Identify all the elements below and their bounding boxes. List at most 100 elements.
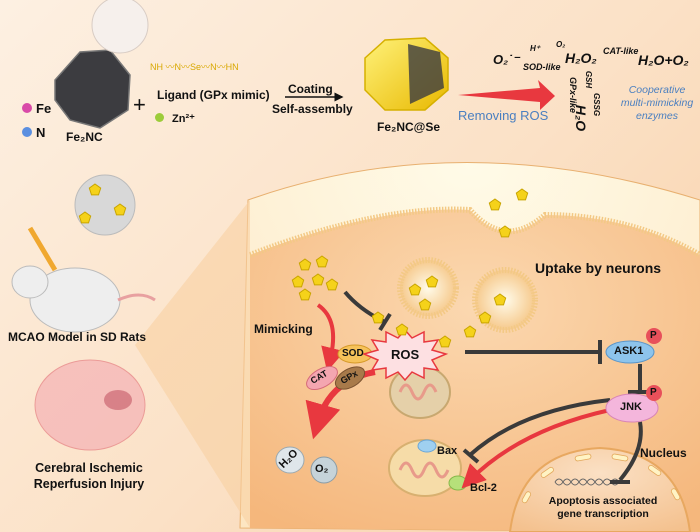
self-assembly-label: Self-assembly <box>272 102 353 116</box>
atom-nh: NH <box>150 62 163 72</box>
jnk-p-label: P <box>650 387 657 398</box>
ask1-label: ASK1 <box>614 345 644 357</box>
vesicle <box>397 257 459 319</box>
n-dot-icon <box>22 127 32 137</box>
nanoparticle-icon <box>488 198 502 211</box>
nanoparticle-icon <box>325 278 339 291</box>
cooperative-line: Cooperative <box>628 84 686 96</box>
cat-product: H₂O+O₂ <box>638 52 689 68</box>
nanoparticle-icon <box>418 298 432 311</box>
gpx-enzyme <box>334 366 366 390</box>
nanoparticle-icon <box>291 275 305 288</box>
nanoparticle-icon <box>298 288 312 301</box>
zoom-wedge <box>135 200 250 528</box>
nanoparticle-icon <box>371 311 385 324</box>
syringe <box>27 226 58 272</box>
injury-label: Cerebral Ischemic Reperfusion Injury <box>14 460 164 492</box>
apoptosis-line: Apoptosis associated <box>548 495 658 507</box>
jnk-phospho <box>646 385 662 401</box>
mimicking-arrow <box>316 303 345 372</box>
bcl2-label: Bcl-2 <box>470 482 497 494</box>
o2-label: O₂ <box>315 463 329 475</box>
jnk-bcl2-arrow <box>461 408 611 489</box>
o2-out: O₂ <box>556 40 566 49</box>
ligand-structure: NH 〰N〰Se〰N〰HN <box>150 62 239 72</box>
nanoparticle-icon <box>298 258 312 271</box>
legend-fe-label: Fe <box>36 101 52 116</box>
sod-label: SOD <box>342 348 364 359</box>
bax-protein <box>417 439 437 453</box>
ask1-p-label: P <box>650 330 657 341</box>
nanoparticle-icon <box>478 311 492 324</box>
atom-se: Se <box>190 62 202 72</box>
nucleus-pores <box>521 453 681 504</box>
bax-label: Bax <box>437 445 458 457</box>
gssg-label: GSSG <box>592 92 602 117</box>
nanoparticle-icon <box>311 273 325 286</box>
h2o2: H₂O₂ <box>565 50 597 66</box>
nanoparticle-icon <box>315 255 329 268</box>
gpx-product: H₂O <box>573 104 590 132</box>
uptake-label: Uptake by neurons <box>535 260 662 276</box>
speech-bubble <box>74 174 136 236</box>
nanoparticle-icon <box>88 183 102 196</box>
rat-head <box>11 265 49 299</box>
fe2nc-particle <box>54 49 131 129</box>
cat-enzyme <box>306 365 338 391</box>
legend-n-dot: N <box>22 125 45 140</box>
infarct-area <box>104 390 132 410</box>
coating-label: Coating <box>288 82 333 96</box>
ask1-protein <box>605 340 655 364</box>
atom-n: N <box>174 62 182 72</box>
o2-radical: O₂˙⁻ <box>493 52 520 67</box>
bcl2-protein <box>448 475 468 491</box>
nanoparticle-icon <box>438 335 452 348</box>
h2o-drop <box>275 446 305 474</box>
nanoparticle-icon <box>408 283 422 296</box>
zn-legend: Zn²⁺ <box>155 112 195 125</box>
apoptosis-line: gene transcription <box>557 508 649 520</box>
injury-line: Reperfusion Injury <box>33 477 145 491</box>
cooperative-line: enzymes <box>635 110 678 122</box>
nanoparticle-icon <box>493 293 507 306</box>
fe2nc-se-label: Fe₂NC@Se <box>377 120 441 134</box>
rat-tail <box>117 293 156 302</box>
ros-label: ROS <box>391 347 420 362</box>
mimicking-label: Mimicking <box>254 322 313 336</box>
sod-like-label: SOD-like <box>523 62 561 72</box>
nanoparticle-icon <box>113 203 127 216</box>
atom-n: N <box>210 62 217 72</box>
injury-line: Cerebral Ischemic <box>35 461 143 475</box>
apoptosis-label: Apoptosis associated gene transcription <box>528 495 678 521</box>
ligand-label: Ligand (GPx mimic) <box>157 88 270 102</box>
nanoparticle-icon <box>498 225 512 238</box>
removing-ros-arrow <box>458 80 555 110</box>
cooperative-label: Cooperative multi-mimicking enzymes <box>612 84 700 123</box>
h-plus: H⁺ <box>530 44 540 53</box>
fe2nc-label: Fe₂NC <box>66 130 103 144</box>
cell-membrane <box>248 206 700 258</box>
zn-label: Zn²⁺ <box>172 113 195 125</box>
plus-sign: + <box>133 92 146 117</box>
jnk-protein <box>605 393 659 423</box>
ask1-phospho <box>646 328 662 344</box>
gsh-label: GSH <box>584 70 594 89</box>
cooperative-line: multi-mimicking <box>620 97 694 109</box>
atom-hn: HN <box>225 62 239 72</box>
legend-fe-dot: Fe <box>22 101 51 116</box>
o2-sphere <box>310 456 338 484</box>
nanoparticle-icon <box>463 325 477 338</box>
zn-dot-icon <box>155 113 164 122</box>
nanoparticle-icon <box>425 275 439 288</box>
zoom-bubble <box>91 0 149 54</box>
removing-ros-label: Removing ROS <box>458 108 549 123</box>
nanoparticle-icon <box>515 188 529 201</box>
inhibition-lines <box>343 290 652 484</box>
legend-n-label: N <box>36 125 46 140</box>
nucleus-label: Nucleus <box>640 446 687 460</box>
mcao-model-label: MCAO Model in SD Rats <box>8 330 147 344</box>
nucleus-shape <box>508 446 692 532</box>
ros-burst <box>361 328 449 382</box>
